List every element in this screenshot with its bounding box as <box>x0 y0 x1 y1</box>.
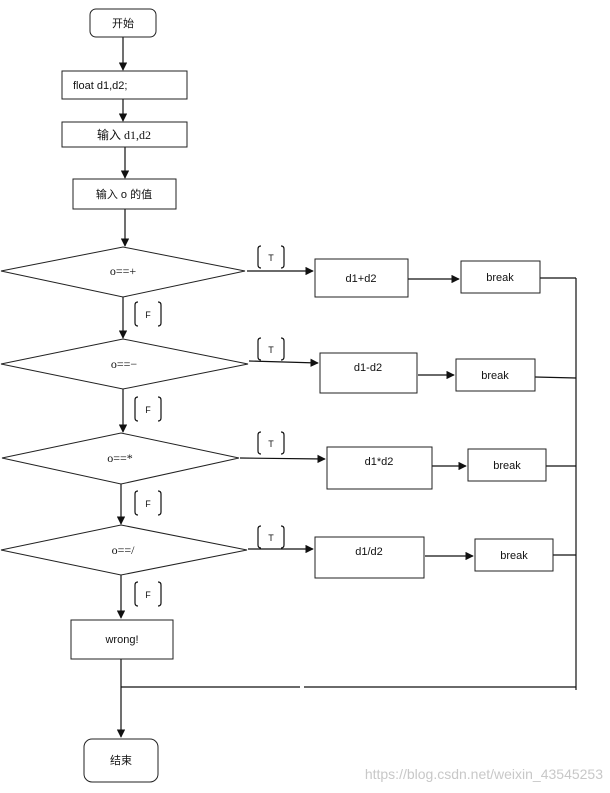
false-label-2: F <box>134 396 162 422</box>
declare-box: float d1,d2; <box>61 70 188 100</box>
op-minus-label: d1-d2 <box>354 362 382 374</box>
break-label-1: break <box>486 272 514 284</box>
op-mul-box: d1*d2 <box>326 446 433 490</box>
true-label-4-text: T <box>268 533 274 543</box>
false-label-3: F <box>134 490 162 516</box>
decision-minus-label: o==− <box>111 357 138 371</box>
op-minus-box: d1-d2 <box>319 352 418 394</box>
arrow-cond2-minus <box>248 358 319 367</box>
false-label-4-text: F <box>145 590 151 600</box>
decision-mul-label: o==* <box>107 451 133 465</box>
decision-div-label: o==/ <box>112 543 136 557</box>
op-div-box: d1/d2 <box>314 536 425 579</box>
start-node: 开始 <box>89 8 157 38</box>
declare-label: float d1,d2; <box>73 80 127 92</box>
wrong-box: wrong! <box>70 619 174 660</box>
break-box-1: break <box>460 260 541 294</box>
true-label-2: T <box>257 337 285 361</box>
input-d-box: 输入 d1,d2 <box>61 121 188 148</box>
break-box-4: break <box>474 538 554 572</box>
false-label-1: F <box>134 301 162 327</box>
decision-plus: o==+ <box>0 246 246 298</box>
true-label-2-text: T <box>268 345 274 355</box>
connectors <box>116 37 577 738</box>
op-div-label: d1/d2 <box>355 546 383 558</box>
false-label-3-text: F <box>145 499 151 509</box>
watermark-text: https://blog.csdn.net/weixin_43545253 <box>365 766 603 782</box>
false-label-2-text: F <box>145 405 151 415</box>
op-plus-label: d1+d2 <box>346 273 377 285</box>
break-label-3: break <box>493 460 521 472</box>
end-node: 结束 <box>83 738 159 783</box>
true-label-3-text: T <box>268 439 274 449</box>
op-plus-box: d1+d2 <box>314 258 409 298</box>
input-o-label: 输入 o 的值 <box>96 187 152 201</box>
true-label-4: T <box>257 525 285 549</box>
end-label: 结束 <box>110 754 132 767</box>
wrong-label: wrong! <box>104 634 138 646</box>
input-o-box: 输入 o 的值 <box>72 178 177 210</box>
true-label-1: T <box>257 245 285 269</box>
op-mul-label: d1*d2 <box>365 456 394 468</box>
input-d-label: 输入 d1,d2 <box>97 127 151 142</box>
decision-plus-label: o==+ <box>110 264 137 278</box>
decision-minus: o==− <box>0 338 249 390</box>
arrow-cond3-mul <box>239 454 326 464</box>
true-label-1-text: T <box>268 253 274 263</box>
break-box-3: break <box>467 448 547 482</box>
start-label: 开始 <box>112 16 134 30</box>
break-label-2: break <box>481 370 509 382</box>
true-label-3: T <box>257 431 285 455</box>
break-label-4: break <box>500 550 528 562</box>
decision-div: o==/ <box>0 524 248 576</box>
decision-mul: o==* <box>1 432 240 485</box>
line-break2-bus <box>534 376 577 379</box>
break-box-2: break <box>455 358 536 392</box>
false-label-1-text: F <box>145 310 151 320</box>
false-label-4: F <box>134 581 162 607</box>
